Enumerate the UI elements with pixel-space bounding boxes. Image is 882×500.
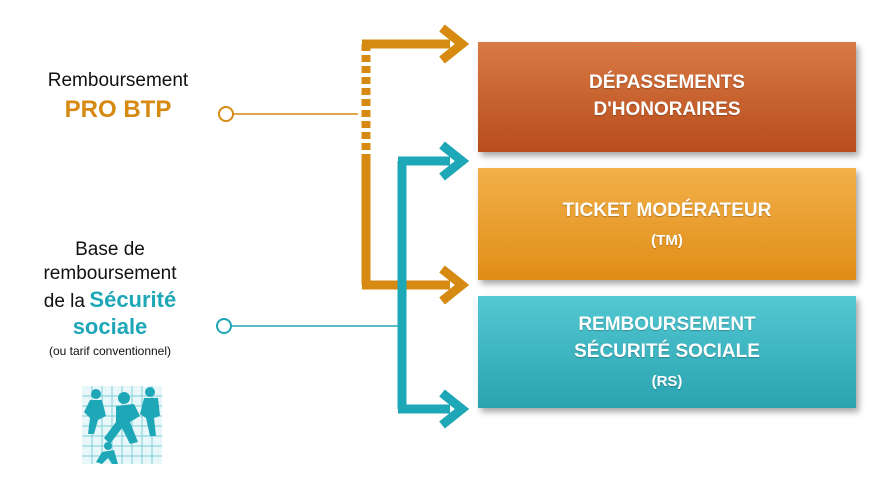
box-ticket-moderateur: TICKET MODÉRATEUR (TM) <box>478 168 856 280</box>
box-tm-abbr: (TM) <box>651 231 683 249</box>
ss-line2: remboursement <box>43 262 177 284</box>
ss-note: (ou tarif conventionnel) <box>48 343 172 358</box>
box-tm-line1: TICKET MODÉRATEUR <box>562 199 772 221</box>
ss-line3-accent: Sécurité <box>89 286 177 312</box>
box-depassements-line1: DÉPASSEMENTS <box>589 72 745 94</box>
securite-sociale-logo <box>82 386 162 464</box>
ss-line1: Base de <box>75 239 145 260</box>
ss-line4-accent: sociale <box>72 314 148 340</box>
teal-arrow-top-head <box>439 141 470 181</box>
box-rs-line1: REMBOURSEMENT <box>578 313 756 335</box>
box-rs-line2: SÉCURITÉ SOCIALE <box>574 340 760 362</box>
box-depassements-line2: D'HONORAIRES <box>593 99 741 120</box>
ss-node <box>216 318 232 334</box>
pro-btp-brand: PRO BTP <box>64 96 172 123</box>
pro-btp-label: Remboursement PRO BTP <box>18 70 218 124</box>
box-remboursement-securite-sociale: REMBOURSEMENT SÉCURITÉ SOCIALE (RS) <box>478 296 856 408</box>
teal-arrow-bottom-head <box>439 389 470 429</box>
box-depassements-honoraires: DÉPASSEMENTS D'HONORAIRES <box>478 42 856 152</box>
orange-arrow-top-head <box>439 24 470 64</box>
box-rs-abbr: (RS) <box>651 373 683 391</box>
orange-arrow-bottom-head <box>439 265 470 305</box>
pro-btp-line1: Remboursement <box>47 70 189 91</box>
securite-sociale-label: Base de remboursement de la Sécurité soc… <box>10 238 210 359</box>
pro-btp-node <box>218 106 234 122</box>
ss-line3-prefix: de la <box>43 290 85 312</box>
